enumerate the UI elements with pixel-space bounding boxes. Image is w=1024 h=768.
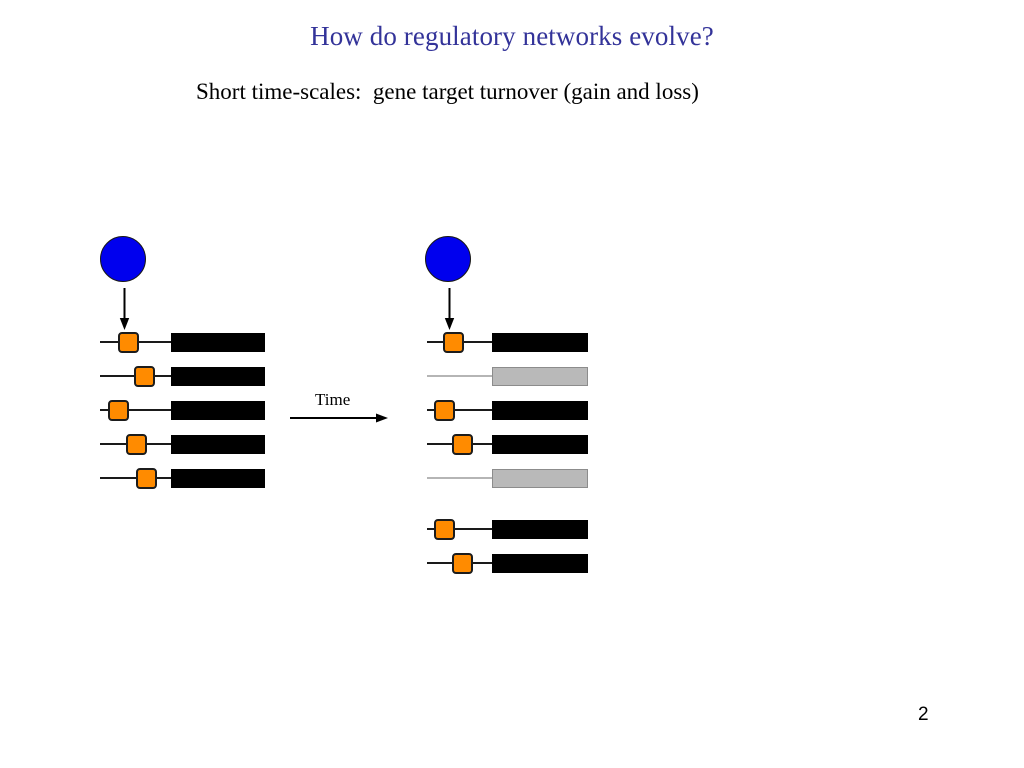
binding-site-box <box>136 468 157 489</box>
gene-body-bar <box>492 554 588 573</box>
gene-row <box>0 362 1024 390</box>
slide-subtitle: Short time-scales: gene target turnover … <box>196 79 699 104</box>
binding-site-box <box>434 519 455 540</box>
promoter-line <box>100 477 171 479</box>
gene-row <box>0 464 1024 492</box>
gene-body-bar <box>492 435 588 454</box>
regulation-arrow-icon <box>119 288 130 330</box>
gene-body-bar <box>492 401 588 420</box>
regulator-node-circle <box>100 236 146 282</box>
gene-body-bar <box>492 367 588 386</box>
promoter-line <box>427 528 492 530</box>
gene-body-bar <box>492 333 588 352</box>
page-number: 2 <box>918 704 929 725</box>
gene-row <box>0 328 1024 356</box>
gene-row <box>0 430 1024 458</box>
promoter-line <box>100 409 171 411</box>
promoter-line <box>427 409 492 411</box>
gene-row <box>0 362 1024 390</box>
promoter-line <box>427 477 492 479</box>
gene-body-bar <box>171 401 265 420</box>
binding-site-box <box>134 366 155 387</box>
gene-row <box>0 515 1024 543</box>
page-title: How do regulatory networks evolve? <box>310 21 714 51</box>
binding-site-box <box>434 400 455 421</box>
gene-row <box>0 430 1024 458</box>
gene-body-bar <box>492 520 588 539</box>
binding-site-box <box>452 434 473 455</box>
gene-row <box>0 396 1024 424</box>
binding-site-box <box>452 553 473 574</box>
gene-body-bar <box>492 469 588 488</box>
gene-row <box>0 549 1024 577</box>
gene-body-bar <box>171 435 265 454</box>
binding-site-box <box>108 400 129 421</box>
gene-body-bar <box>171 469 265 488</box>
gene-row <box>0 328 1024 356</box>
regulation-arrow-icon <box>444 288 455 330</box>
gene-body-bar <box>171 333 265 352</box>
binding-site-box <box>126 434 147 455</box>
time-axis-label: Time <box>315 390 351 409</box>
regulator-node-circle <box>425 236 471 282</box>
gene-row <box>0 396 1024 424</box>
gene-row <box>0 464 1024 492</box>
time-arrow-icon <box>290 413 388 423</box>
promoter-line <box>427 375 492 377</box>
binding-site-box <box>118 332 139 353</box>
binding-site-box <box>443 332 464 353</box>
gene-body-bar <box>171 367 265 386</box>
